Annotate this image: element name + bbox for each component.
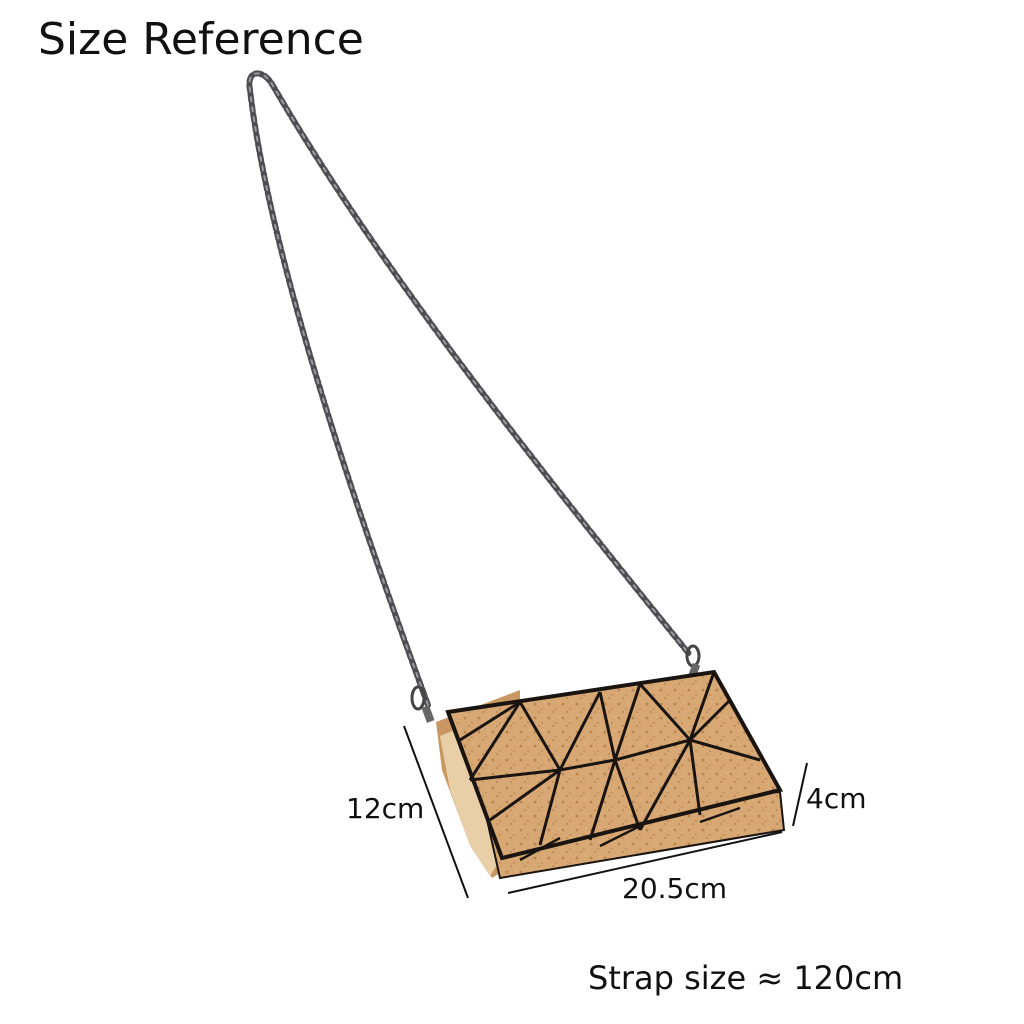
depth-dimension-line (792, 762, 808, 827)
width-label: 20.5cm (622, 872, 728, 905)
chain-strap (246, 70, 693, 708)
depth-label: 4cm (806, 782, 867, 815)
height-dimension-line (403, 725, 469, 899)
page-title: Size Reference (38, 14, 364, 65)
strap-size-note: Strap size ≈ 120cm (588, 959, 904, 997)
height-label: 12cm (346, 792, 425, 825)
width-dimension-line (507, 831, 783, 894)
cork-clutch-bag (436, 669, 786, 880)
dimension-lines (403, 725, 808, 899)
geometric-pattern (459, 671, 761, 846)
